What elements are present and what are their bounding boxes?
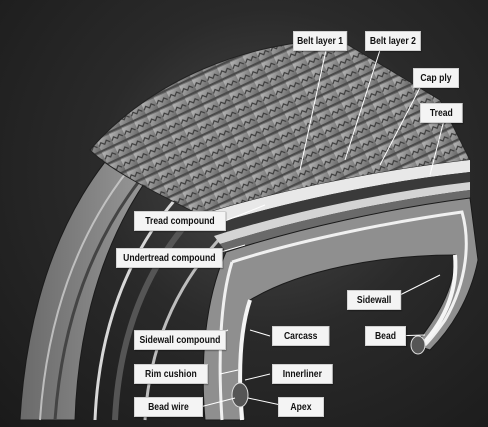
label-carcass: Carcass [272,326,329,346]
label-rim-cushion: Rim cushion [134,364,208,384]
label-bead-wire: Bead wire [134,397,203,417]
label-belt-layer-1: Belt layer 1 [293,31,347,51]
label-sidewall: Sidewall [347,290,401,310]
label-apex: Apex [278,397,324,417]
label-innerliner: Innerliner [272,364,333,384]
label-cap-ply: Cap ply [413,68,459,88]
label-tread: Tread [420,103,463,123]
label-tread-compound: Tread compound [134,211,226,231]
label-sidewall-compound: Sidewall compound [134,330,226,350]
label-undertread-compound: Undertread compound [116,248,223,268]
label-belt-layer-2: Belt layer 2 [365,31,421,51]
label-bead: Bead [365,326,406,346]
